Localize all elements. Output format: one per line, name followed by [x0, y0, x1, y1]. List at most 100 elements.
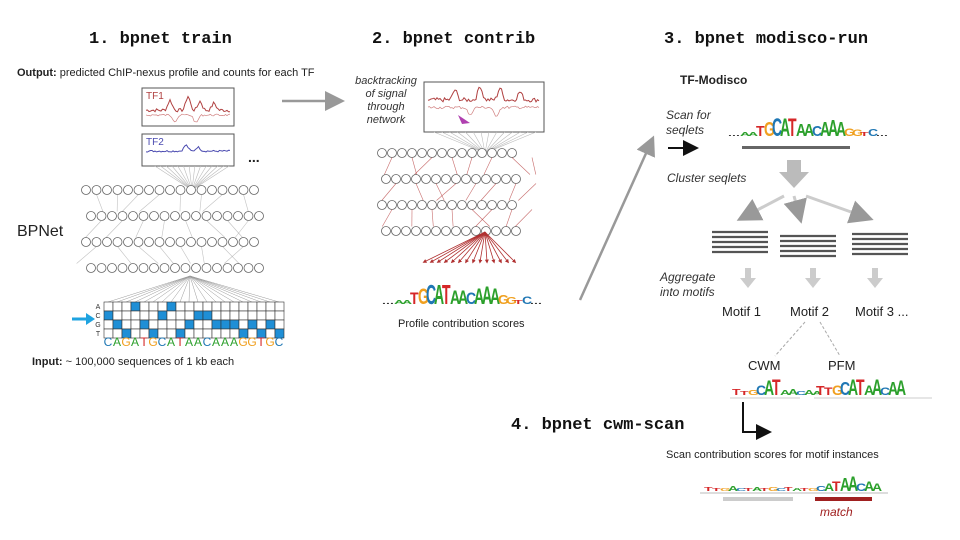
logo-letter: T	[800, 488, 809, 492]
motif-2-label: Motif 2	[790, 304, 830, 319]
sequence-base: A	[230, 335, 238, 349]
logo-letter: C	[840, 379, 850, 399]
logo-letter: T	[788, 115, 797, 142]
bpnet-network-train	[76, 165, 280, 303]
contrib-signal-trace-neg	[427, 105, 540, 117]
sequence-base: G	[265, 335, 274, 349]
logo-letter: C	[756, 382, 766, 398]
seqlet-clusters	[712, 230, 908, 258]
logo-letter: A	[740, 132, 751, 138]
tf2-label: TF2	[146, 137, 164, 148]
cluster-arrow-right	[805, 194, 874, 224]
logo-letter: A	[780, 115, 790, 142]
arrow-contrib-to-modisco	[578, 135, 655, 301]
logo-letter: A	[804, 389, 814, 397]
logo-letter: .	[736, 131, 740, 138]
logo-letter: .	[530, 298, 534, 306]
logo-letter: A	[458, 287, 468, 309]
logo-letter: .	[382, 298, 386, 306]
aggregate-line: into motifs	[660, 285, 715, 299]
logo-letter: T	[832, 478, 841, 494]
backtrack-line: network	[366, 114, 406, 126]
logo-letter: G	[498, 293, 509, 307]
match-label: match	[820, 505, 853, 519]
logo-letter: .	[534, 298, 538, 306]
logo-letter: .	[386, 298, 390, 306]
sequence-base: C	[275, 335, 284, 349]
logo-letter: C	[736, 488, 747, 492]
step3-title: 3. bpnet modisco-run	[664, 30, 869, 49]
sequence-base: G	[247, 335, 256, 349]
tf1-profile-panel: TF1	[141, 87, 235, 127]
logo-letter: T	[860, 132, 869, 138]
logo-letter: T	[784, 486, 793, 492]
backtrack-line: backtracking	[355, 75, 417, 87]
sequence-base: A	[167, 335, 175, 349]
logo-letter: G	[852, 128, 863, 138]
sequence-base: A	[113, 335, 121, 349]
logo-letter: C	[856, 481, 866, 493]
tf-modisco-label: TF-Modisco	[680, 73, 748, 87]
base-label: T	[96, 331, 101, 338]
logo-letter: G	[764, 117, 775, 140]
logo-letter: A	[836, 117, 846, 140]
logo-letter: A	[872, 481, 882, 493]
contrib-signal-trace	[427, 86, 540, 103]
logo-letter: G	[768, 486, 779, 492]
logo-letter: A	[804, 122, 815, 141]
cwm-label: CWM	[748, 358, 781, 373]
step2-title: 2. bpnet contrib	[372, 30, 536, 49]
logo-letter: A	[434, 279, 444, 311]
logo-letter: T	[760, 488, 769, 492]
tf1-signal-trace-neg	[145, 113, 231, 123]
logo-letter: .	[884, 131, 888, 138]
logo-letter: A	[450, 287, 460, 309]
sequence-base: C	[203, 335, 212, 349]
motif-1-label: Motif 1	[722, 304, 762, 319]
logo-letter: T	[712, 488, 721, 492]
sequence-base: A	[131, 335, 139, 349]
logo-letter: C	[816, 485, 826, 493]
input-label: Input:	[32, 356, 63, 368]
tf1-label: TF1	[146, 91, 164, 102]
backtrack-pointer-icon	[458, 115, 470, 124]
contribution-caption: Profile contribution scores	[398, 318, 525, 330]
sequence-base: C	[158, 335, 167, 349]
aggregate-line: Aggregate	[660, 270, 716, 284]
logo-letter: A	[490, 284, 500, 309]
logo-letter: .	[728, 131, 732, 138]
logo-letter: G	[808, 488, 819, 492]
logo-letter: A	[728, 485, 738, 493]
logo-letter: T	[772, 375, 781, 400]
non-match-bar	[723, 497, 793, 501]
contribution-arrows	[422, 231, 517, 264]
logo-letter: A	[820, 117, 830, 140]
logo-letter: T	[514, 299, 523, 305]
aggregate-arrow-3	[867, 268, 883, 288]
bpnet-model-label: BPNet	[17, 223, 64, 240]
logo-letter: T	[732, 388, 741, 397]
sequence-base: C	[104, 335, 113, 349]
logo-letter: C	[776, 488, 787, 492]
tf2-signal-trace	[145, 144, 231, 153]
logo-letter: A	[828, 116, 838, 141]
logo-letter: .	[732, 131, 736, 138]
logo-letter: T	[740, 390, 749, 396]
contrib-profile-panel	[423, 81, 545, 133]
output-description: Output: predicted ChIP-nexus profile and…	[17, 67, 315, 79]
logo-letter: .	[390, 298, 394, 306]
sequence-base: A	[194, 335, 202, 349]
logo-letter: .	[880, 131, 884, 138]
bpnet-network-contrib	[377, 131, 537, 236]
logo-letter: C	[812, 124, 823, 141]
input-description: Input: ~ 100,000 sequences of 1 kb each	[32, 356, 234, 368]
motif-3-label: Motif 3 ...	[855, 304, 909, 319]
sequence-base: A	[185, 335, 193, 349]
scan-seqlets-note: Scan for seqlets	[666, 108, 711, 138]
logo-letter: G	[748, 389, 759, 397]
